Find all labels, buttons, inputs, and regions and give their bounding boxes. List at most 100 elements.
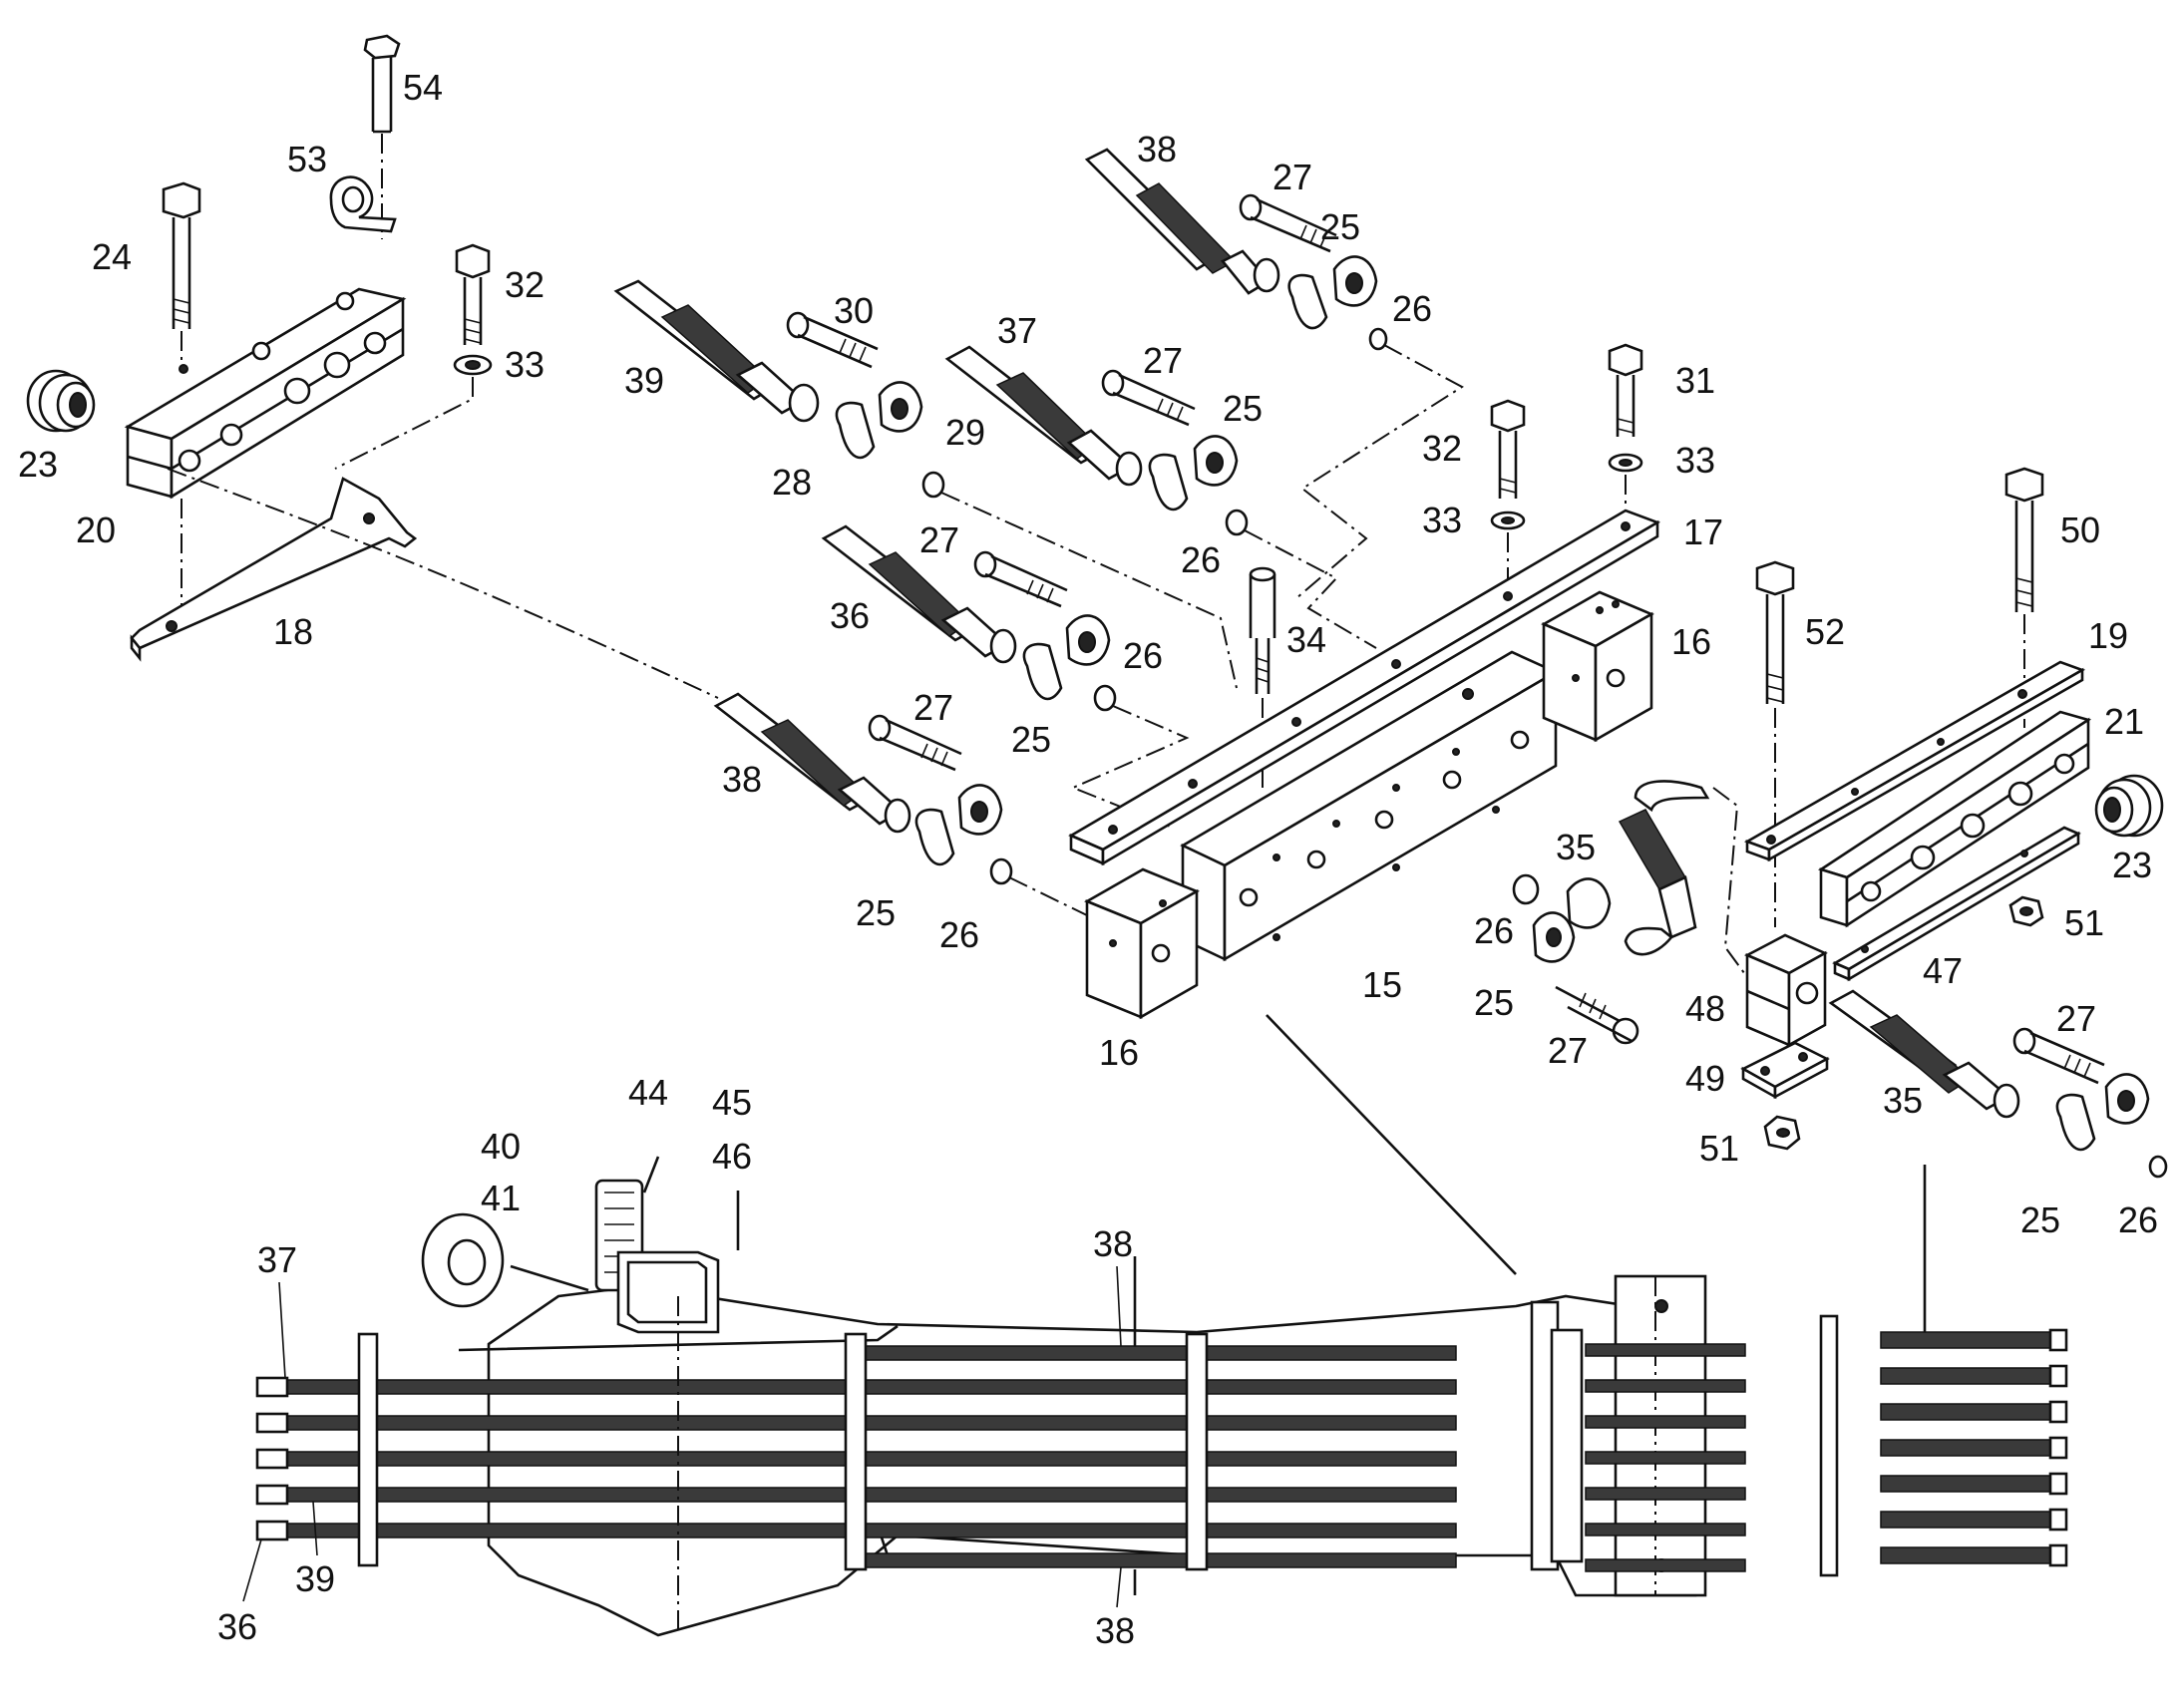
bolt-32-center	[1490, 399, 1526, 588]
hose-37	[278, 1379, 1457, 1395]
callout-18: 18	[273, 611, 313, 652]
callout-50: 50	[2060, 510, 2100, 550]
callout-27: 27	[913, 687, 953, 728]
callout-36: 36	[830, 595, 870, 636]
plate-18	[130, 477, 418, 662]
callout-32: 32	[1422, 428, 1462, 469]
bracket-45-46	[616, 1156, 740, 1334]
hose-38-bottom	[857, 1552, 1457, 1568]
callout-38: 38	[1093, 1223, 1133, 1264]
callout-48: 48	[1685, 988, 1725, 1029]
fitting-group-37	[944, 345, 1377, 649]
callout-37: 37	[257, 1239, 297, 1280]
callout-24: 24	[92, 236, 132, 277]
callout-15: 15	[1362, 964, 1402, 1005]
bolt-32-left	[334, 243, 493, 470]
callout-27: 27	[1143, 340, 1183, 381]
fitting-group-38-lower	[713, 692, 1088, 916]
callout-26: 26	[1123, 635, 1163, 676]
bolt-52	[1755, 560, 1795, 927]
callout-20: 20	[76, 510, 116, 550]
fitting-group-38-top	[1084, 148, 1464, 599]
callout-53: 53	[287, 139, 327, 179]
callout-27: 27	[2056, 998, 2096, 1039]
callout-33: 33	[505, 344, 545, 385]
assembled-hose-bundle	[255, 1156, 2068, 1637]
callout-39: 39	[295, 1558, 335, 1599]
hose-35-bent	[1618, 780, 1710, 956]
fitting-group-35-lower	[1828, 989, 2168, 1179]
callout-26: 26	[939, 914, 979, 955]
bolt-27-top	[1239, 193, 1337, 253]
end-block-16-right	[1541, 590, 1654, 743]
washer-40-41	[421, 1212, 589, 1308]
callout-29: 29	[945, 412, 985, 453]
callout-16: 16	[1099, 1032, 1139, 1073]
callout-30: 30	[834, 290, 874, 331]
callout-19: 19	[2088, 615, 2128, 656]
callout-36: 36	[217, 1606, 257, 1647]
callout-26: 26	[1181, 539, 1221, 580]
clamp-block-20	[124, 287, 407, 500]
callout-31: 31	[1675, 360, 1715, 401]
callout-26: 26	[1474, 910, 1514, 951]
callout-27: 27	[1548, 1030, 1588, 1071]
plate-47	[1832, 826, 2081, 982]
fitting-group-right-mid	[1512, 873, 1639, 1045]
callout-21: 21	[2104, 701, 2144, 742]
bolt-30	[786, 311, 879, 369]
callout-16: 16	[1671, 621, 1711, 662]
callout-leaders	[242, 1265, 1122, 1608]
manifold-block-15	[1180, 650, 1559, 962]
callout-41: 41	[481, 1178, 521, 1218]
fitting-group-39	[613, 279, 1238, 689]
hose-b	[278, 1487, 1457, 1503]
callout-26: 26	[2118, 1199, 2158, 1240]
callout-35: 35	[1556, 827, 1596, 867]
manifold-assembly	[1068, 343, 1661, 1275]
callout-52: 52	[1805, 611, 1845, 652]
bolt-24	[162, 181, 201, 371]
callout-40: 40	[481, 1126, 521, 1167]
bolt-54	[363, 34, 401, 239]
callout-54: 54	[403, 67, 443, 108]
plate-19	[1743, 660, 2086, 862]
callout-51: 51	[1699, 1128, 1739, 1169]
callout-38: 38	[1137, 129, 1177, 170]
bolt-27-right	[2012, 1027, 2105, 1085]
callout-27: 27	[1272, 157, 1312, 197]
fitting-group-36	[821, 524, 1190, 829]
callout-27: 27	[919, 519, 959, 560]
callout-35: 35	[1883, 1080, 1923, 1121]
hose-36	[278, 1523, 1457, 1538]
clamp-block-21	[1817, 710, 2092, 928]
callout-25: 25	[1223, 388, 1263, 429]
grommet-23-right	[2094, 774, 2164, 838]
callout-26: 26	[1392, 288, 1432, 329]
callout-34: 34	[1286, 619, 1326, 660]
callout-labels: 54 53 24 32 33 23 20 18 39 30 28 29 37 2…	[18, 67, 2158, 1651]
callout-33: 33	[1422, 500, 1462, 540]
bolt-27-mid	[1101, 369, 1196, 427]
hose-39	[278, 1451, 1457, 1467]
bolt-27-mid-right	[1555, 985, 1639, 1045]
callout-39: 39	[624, 360, 664, 401]
plate-49	[1740, 1041, 1830, 1100]
hose-a	[278, 1415, 1457, 1431]
callout-25: 25	[856, 892, 896, 933]
callout-46: 46	[712, 1136, 752, 1177]
nut-51-top	[2008, 895, 2044, 927]
nut-51-bottom	[1763, 1115, 1801, 1151]
bolt-50	[2004, 467, 2044, 728]
hose-38-top	[857, 1345, 1457, 1361]
bar-17	[1068, 509, 1661, 866]
callout-38: 38	[1095, 1610, 1135, 1651]
callout-32: 32	[505, 264, 545, 305]
callout-23: 23	[18, 444, 58, 485]
callout-33: 33	[1675, 440, 1715, 481]
callout-45: 45	[712, 1082, 752, 1123]
pipe-clip-53	[329, 175, 397, 233]
callout-51: 51	[2064, 902, 2104, 943]
end-block-16-left	[1084, 867, 1200, 1020]
